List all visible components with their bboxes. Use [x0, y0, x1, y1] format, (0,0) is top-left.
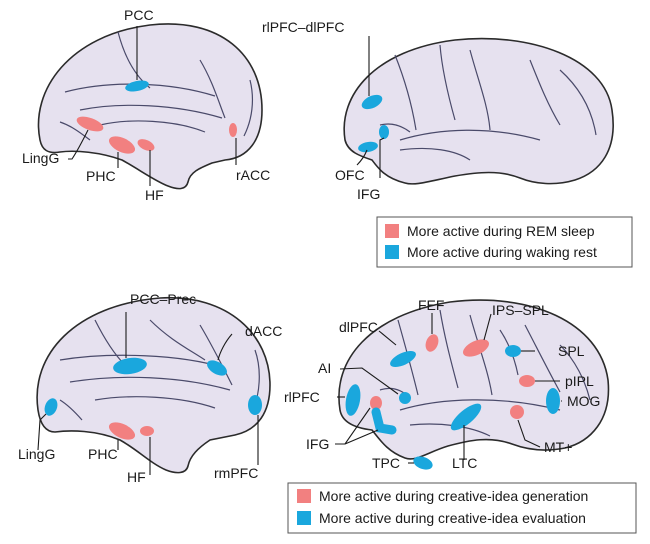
- label-ai: AI: [318, 360, 331, 376]
- label-pcc: PCC: [124, 7, 154, 23]
- label-mt: MT+: [544, 439, 572, 455]
- legend-bottom: More active during creative-idea generat…: [287, 482, 637, 534]
- label-phcB: PHC: [88, 446, 118, 462]
- legend-label-eval: More active during creative-idea evaluat…: [319, 510, 586, 526]
- label-linggB: LingG: [18, 446, 55, 462]
- phcA-region: [108, 136, 136, 154]
- legend-label-wake: More active during waking rest: [407, 244, 597, 260]
- label-ifgA: IFG: [357, 186, 380, 202]
- label-tpc: TPC: [372, 455, 400, 471]
- label-mog: MOG: [567, 393, 600, 409]
- label-spl: SPL: [558, 343, 585, 359]
- label-hfB: HF: [127, 469, 146, 485]
- label-racc: rACC: [236, 167, 270, 183]
- label-rlpfcB: rlPFC: [284, 389, 320, 405]
- spl-region: [505, 345, 521, 357]
- rlpfc-region: [361, 94, 383, 110]
- tpc-region: [413, 456, 433, 470]
- label-linggA: LingG: [22, 150, 59, 166]
- label-ipsspl: IPS–SPL: [492, 302, 549, 318]
- ifgA-region: [379, 125, 389, 139]
- label-dacc: dACC: [245, 323, 282, 339]
- dacc-region: [207, 360, 227, 376]
- legend-swatch-gen: [297, 489, 311, 503]
- ofc-region: [358, 141, 378, 153]
- medial-brain-outline-2: [36, 297, 271, 474]
- legend-swatch-wake: [385, 245, 399, 259]
- legend-swatch-eval: [297, 511, 311, 525]
- label-fef: FEF: [418, 297, 444, 313]
- mog-region: [546, 388, 560, 414]
- bottom-lateral-brain: FEF dlPFC IPS–SPL AI SPL pIPL rlPFC MOG …: [284, 297, 610, 471]
- ifgB-region: [370, 396, 382, 410]
- rmpfc-region: [248, 395, 262, 415]
- pipl-region: [519, 375, 535, 387]
- dlpfc-region: [390, 350, 416, 368]
- label-ifgB: IFG: [306, 436, 329, 452]
- ipsspl-region: [462, 339, 490, 357]
- ifgB-blue-region: [371, 407, 397, 435]
- mt-region: [510, 405, 524, 419]
- lateral-brain-outline-2: [338, 299, 610, 460]
- label-phcA: PHC: [86, 168, 116, 184]
- ai-region: [399, 392, 411, 404]
- racc-region: [229, 123, 237, 137]
- pccprec-region: [113, 357, 147, 375]
- bottom-medial-brain: PCC–Prec dACC LingG PHC HF rmPFC: [18, 291, 282, 485]
- label-pipl: pIPL: [565, 373, 594, 389]
- lateral-brain-outline: [343, 37, 614, 185]
- label-dlpfc: dlPFC: [339, 319, 378, 335]
- label-rmpfc: rmPFC: [214, 465, 258, 481]
- label-rlpfc: rlPFC–dlPFC: [262, 19, 344, 35]
- legend-label-gen: More active during creative-idea generat…: [319, 488, 588, 504]
- legend-swatch-rem: [385, 224, 399, 238]
- legend-top: More active during REM sleep More active…: [376, 216, 633, 268]
- linggB-region: [44, 398, 58, 416]
- top-medial-brain: PCC LingG PHC HF rACC: [22, 7, 270, 203]
- pcc-region: [125, 80, 149, 92]
- label-hfA: HF: [145, 187, 164, 203]
- ltc-region: [450, 403, 482, 431]
- linggA-region: [76, 116, 104, 132]
- hfB-region: [140, 426, 154, 436]
- top-lateral-brain: rlPFC–dlPFC OFC IFG: [262, 19, 614, 202]
- legend-label-rem: More active during REM sleep: [407, 223, 595, 239]
- label-ltc: LTC: [452, 455, 477, 471]
- hfA-region: [137, 139, 155, 151]
- fef-region: [425, 334, 439, 352]
- label-pccprec: PCC–Prec: [130, 291, 196, 307]
- label-ofc: OFC: [335, 167, 365, 183]
- rlpfcB-region: [345, 384, 361, 416]
- phcB-region: [108, 422, 136, 440]
